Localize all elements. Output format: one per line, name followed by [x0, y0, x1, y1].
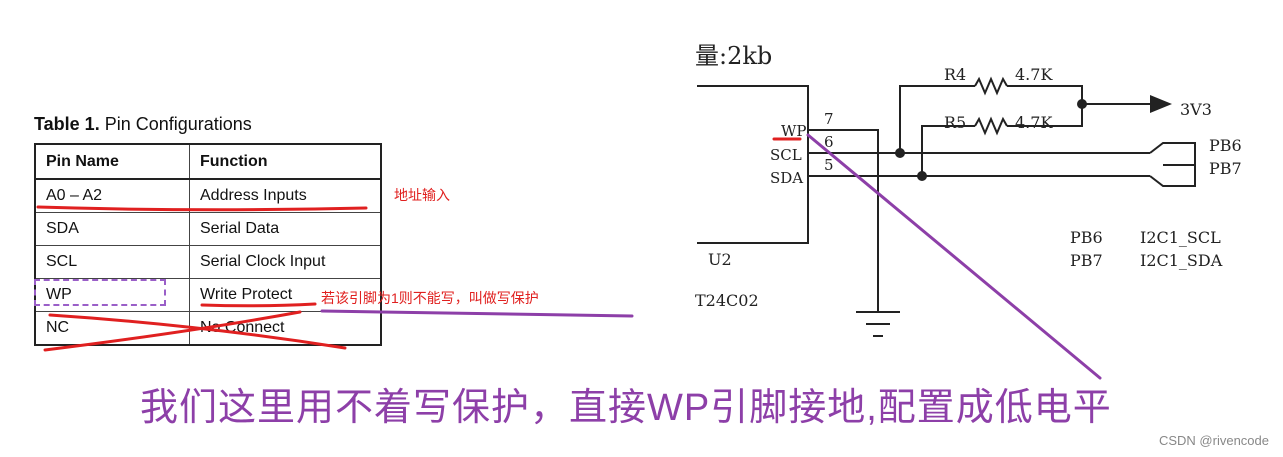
watermark: CSDN @rivencode — [1158, 433, 1269, 448]
table-row: SDA Serial Data — [34, 212, 382, 246]
write-protect-note: 若该引脚为1则不能写，叫做写保护 — [321, 290, 539, 306]
pin-number-6: 6 — [824, 133, 834, 151]
junction-dots — [895, 99, 1087, 181]
nc-strike-2 — [43, 310, 302, 352]
table-caption-number: Table 1. — [34, 114, 100, 134]
table-header-row: Pin Name Function — [34, 143, 382, 180]
address-underline — [36, 205, 368, 212]
pin-label-sda: SDA — [770, 169, 804, 187]
pin-label-wp: WP — [781, 122, 807, 140]
net-label-pb6: PB6 — [1209, 136, 1242, 155]
junction-dot — [1077, 99, 1087, 109]
net-label-pb7: PB7 — [1209, 159, 1242, 178]
purple-annotations — [320, 133, 1102, 380]
resistor-r4-ref: R4 — [944, 65, 967, 84]
pin-number-5: 5 — [824, 156, 834, 174]
junction-dot — [917, 171, 927, 181]
resistor-r4-icon — [974, 76, 1008, 96]
resistor-r5-icon — [974, 116, 1008, 136]
mapping-pin-pb7: PB7 — [1070, 251, 1103, 270]
chip-part-number: T24C02 — [695, 291, 759, 310]
table-row: SCL Serial Clock Input — [34, 245, 382, 279]
r5-left-wire — [921, 125, 975, 176]
chip-outline — [697, 85, 809, 244]
chip-reference: U2 — [708, 250, 732, 269]
capacity-label: 量:2kb — [695, 42, 773, 70]
pin-label-scl: SCL — [770, 146, 802, 164]
header-function: Function — [189, 143, 382, 180]
resistor-r5-value: 4.7K — [1015, 113, 1053, 132]
table-caption-text: Pin Configurations — [104, 114, 252, 134]
mapping-pin-pb6: PB6 — [1070, 228, 1103, 247]
wp-ground-wire — [808, 129, 879, 312]
r4-left-wire — [899, 85, 975, 153]
red-annotations — [36, 137, 802, 352]
pointer-line — [806, 133, 1102, 380]
address-input-note: 地址输入 — [394, 187, 450, 203]
power-arrow-icon — [1150, 95, 1172, 113]
table-caption: Table 1. Pin Configurations — [34, 114, 252, 135]
power-net-3v3: 3V3 — [1180, 100, 1212, 119]
ground-icon — [856, 311, 900, 337]
wp-highlight-box — [34, 279, 166, 306]
mapping-func-scl: I2C1_SCL — [1140, 228, 1221, 247]
resistor-r4-value: 4.7K — [1015, 65, 1053, 84]
cell-pin-name: SDA — [34, 212, 190, 246]
write-protect-underline — [200, 302, 317, 308]
pin-number-7: 7 — [824, 110, 834, 128]
schematic-wiring — [697, 76, 1196, 337]
cell-pin-name: SCL — [34, 245, 190, 279]
mapping-func-sda: I2C1_SDA — [1140, 251, 1223, 270]
cell-function: Serial Data — [189, 212, 382, 246]
pullup-right-wire — [1007, 85, 1083, 127]
pin-configuration-table: Pin Name Function A0 – A2 Address Inputs… — [34, 143, 382, 346]
junction-dot — [895, 148, 905, 158]
bottom-explanation: 我们这里用不着写保护，直接WP引脚接地,配置成低电平 — [140, 387, 1112, 429]
write-protect-note-underline — [320, 309, 634, 318]
resistor-r5-ref: R5 — [944, 113, 967, 132]
